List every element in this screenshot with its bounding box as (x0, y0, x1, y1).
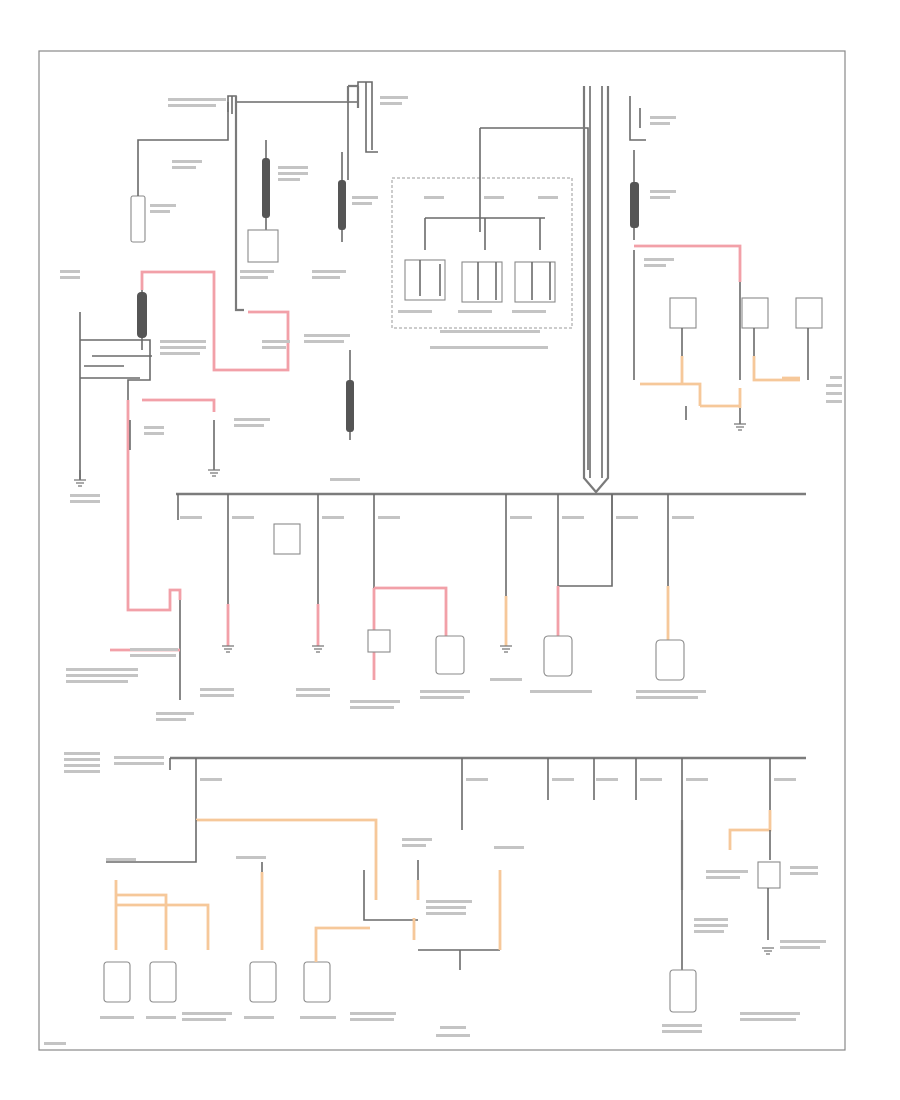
fuse-right-top (630, 182, 639, 228)
relay-block-outline (391, 177, 573, 329)
module-1 (435, 635, 465, 675)
lower-module-2 (149, 961, 177, 1003)
lower-module-1 (103, 961, 131, 1003)
label-marks (44, 96, 842, 1045)
ip-fuse (346, 350, 354, 440)
battery-component (130, 195, 146, 243)
middle-bus (176, 492, 806, 681)
lower-module-3 (249, 961, 277, 1003)
electrical-center (543, 635, 573, 677)
right-relay-section (629, 96, 823, 431)
module-2 (655, 639, 685, 681)
connector-ref-box (273, 523, 301, 555)
fuse-underhood-2 (338, 180, 346, 230)
left-fuse-circuit (74, 270, 290, 700)
lower-module-5 (669, 969, 697, 1013)
battery-feed-wiring (130, 81, 378, 312)
lower-bus (103, 756, 806, 1013)
diagram-frame (38, 50, 846, 1051)
main-feed-to-bus (582, 86, 610, 494)
relay-right-3 (795, 297, 823, 329)
relay-3 (514, 261, 556, 303)
relay-right-1 (669, 297, 697, 329)
fuse-ip-middle (346, 380, 354, 432)
switch-lower-right (757, 861, 781, 889)
relay-right-2 (741, 297, 769, 329)
relay-1 (404, 259, 446, 301)
switch-box (367, 629, 391, 653)
lower-module-4 (303, 961, 331, 1003)
combination-relay-block (391, 127, 589, 470)
fuse-main-left (137, 292, 147, 338)
fuse-underhood-1 (262, 158, 270, 218)
relay-box-1 (247, 229, 279, 263)
